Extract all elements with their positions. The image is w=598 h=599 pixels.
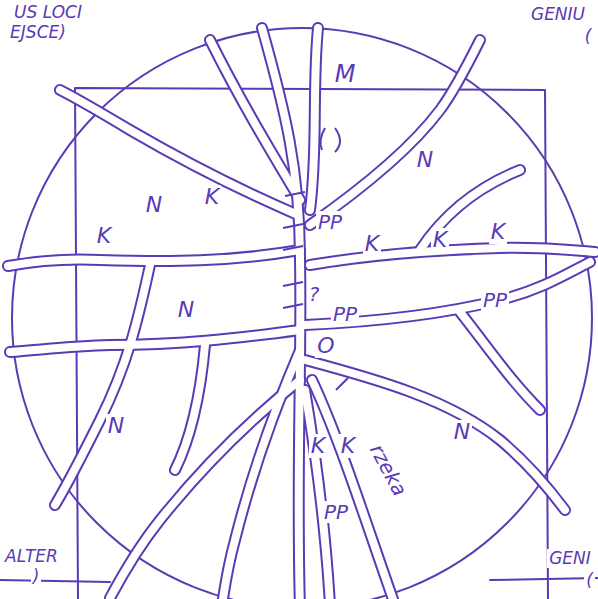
zone-letter: PP [331,303,359,325]
river-bank [310,28,318,210]
corner-title: ( [584,571,595,590]
river-bank [310,248,595,265]
river-bed [8,250,300,266]
zone-letter: ? [307,283,322,305]
zone-letter: K [339,434,357,458]
zone-letter: N [106,414,126,438]
river-bank [10,330,300,352]
corner-title: ( [583,27,594,46]
river-bank [222,350,300,599]
river-bank [310,40,480,225]
river-bed [262,28,300,599]
zone-letter: O [315,334,336,358]
river-bed [222,350,300,599]
river-bed [310,248,595,265]
river-bed [60,90,298,215]
zone-letter: K [309,434,327,458]
zone-letter: K [431,228,449,252]
river-bank [305,262,590,325]
face-mark [321,128,340,152]
zone-letter: K [95,224,113,248]
zone-letter: N [452,420,472,444]
river-bank [175,345,205,470]
bridge-mark [283,192,348,390]
river-bed [312,380,395,599]
zone-letter: K [489,220,507,244]
river-bed [175,345,205,470]
zone-letter: N [144,193,164,217]
river-bed [310,40,480,225]
river-bed [305,262,590,325]
river-bed [210,40,300,200]
zone-letter: K [363,232,381,256]
zone-letter: PP [481,289,509,311]
river-bed [460,312,540,410]
zone-letter: K [203,185,221,209]
river-bank [460,312,540,410]
zone-letter: N [176,298,196,322]
river-name: rzeka [364,439,411,501]
corner-title: ALTER [3,547,60,566]
corner-title: GENIU [529,5,587,24]
zone-letter: N [415,148,435,172]
river-bed [310,28,318,210]
zone-letter: M [333,61,358,87]
river-bank [262,28,300,599]
corner-title: GENI [547,549,593,568]
river-bank [55,265,150,505]
river-bank [60,90,298,215]
river-bed [55,265,150,505]
corner-title: ) [31,567,42,586]
corner-title: EJSCE) [8,23,68,42]
corner-title: US LOCI [12,3,84,22]
zone-letter: PP [316,211,344,233]
river-bank [8,250,300,266]
zone-letter: PP [322,501,350,523]
river-bed [10,330,300,352]
